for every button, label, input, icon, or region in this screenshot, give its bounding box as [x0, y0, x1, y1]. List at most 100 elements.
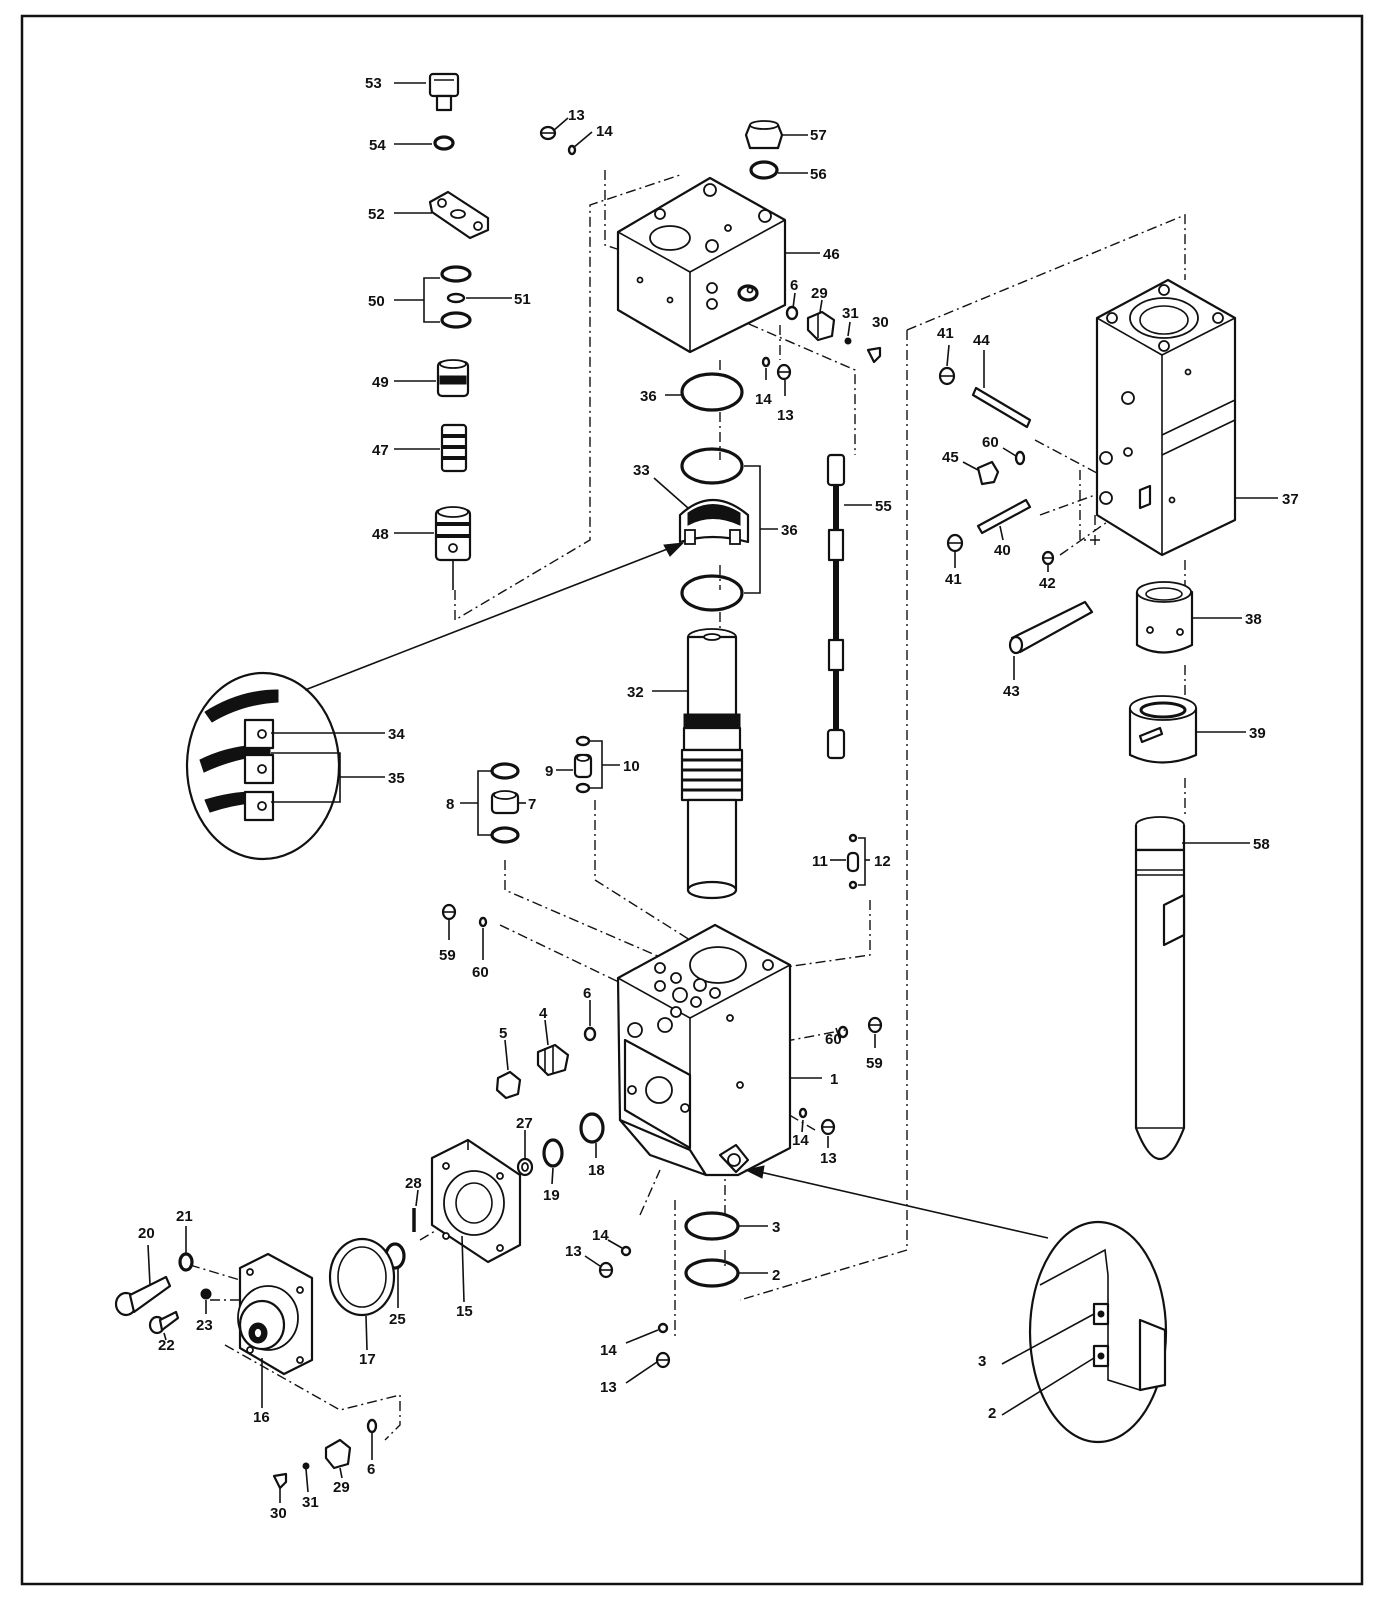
label-53: 53 [365, 75, 382, 92]
label-31a: 31 [842, 305, 859, 322]
part-13c-plug [820, 1118, 836, 1136]
label-45: 45 [942, 449, 959, 466]
label-58: 58 [1253, 836, 1270, 853]
label-33: 33 [633, 462, 650, 479]
label-18: 18 [588, 1162, 605, 1179]
label-44: 44 [973, 332, 990, 349]
label-25: 25 [389, 1311, 406, 1328]
part-18-oring [579, 1112, 605, 1144]
label-55: 55 [875, 498, 892, 515]
part-30b-cap [272, 1472, 288, 1490]
label-6a: 6 [790, 277, 798, 294]
part-46-back-head [616, 176, 787, 354]
part-49-valve-sleeve [436, 359, 470, 398]
part-36-seals [680, 372, 744, 612]
label-59b: 59 [866, 1055, 883, 1072]
label-13d: 13 [565, 1243, 582, 1260]
part-29a-plug [806, 310, 836, 342]
label-59a: 59 [439, 947, 456, 964]
part-57-nut [744, 120, 784, 150]
part-29b-plug [324, 1438, 352, 1470]
part-3a-seal [684, 1211, 740, 1241]
part-50-orings [440, 265, 472, 329]
part-60a-oring [1014, 450, 1026, 466]
part-31a-pin [844, 337, 852, 345]
label-14a: 14 [596, 123, 613, 140]
label-7: 7 [528, 796, 536, 813]
label-16: 16 [253, 1409, 270, 1426]
part-13e-plug [655, 1351, 671, 1369]
frame-border [20, 14, 1364, 1586]
label-14e: 14 [600, 1342, 617, 1359]
label-31b: 31 [302, 1494, 319, 1511]
label-12: 12 [874, 853, 891, 870]
part-55-rod [826, 453, 846, 760]
label-60c: 60 [825, 1031, 842, 1048]
part-51-oring [446, 292, 466, 304]
part-47-valve-spool [440, 423, 468, 473]
label-35: 35 [388, 770, 405, 787]
part-21-washer [178, 1252, 194, 1272]
part-6b-washer [583, 1026, 597, 1042]
label-49: 49 [372, 374, 389, 391]
part-15-accumulator-body [430, 1138, 522, 1264]
label-28: 28 [405, 1175, 422, 1192]
label-1: 1 [830, 1071, 838, 1088]
label-41a: 41 [937, 325, 954, 342]
part-59b-plug [867, 1016, 883, 1034]
part-10-orings [575, 735, 591, 794]
label-29a: 29 [811, 285, 828, 302]
label-32: 32 [627, 684, 644, 701]
label-50: 50 [368, 293, 385, 310]
label-13c: 13 [820, 1150, 837, 1167]
part-14a-oring [567, 144, 577, 156]
part-32-piston [680, 628, 744, 900]
label-27: 27 [516, 1115, 533, 1132]
part-14d-oring [620, 1245, 632, 1257]
label-8: 8 [446, 796, 454, 813]
label-46: 46 [823, 246, 840, 263]
part-41a-plug [938, 366, 956, 386]
label-14c: 14 [792, 1132, 809, 1149]
part-23-plug [200, 1288, 212, 1300]
part-6a-washer [737, 284, 799, 321]
part-16-cover [237, 1252, 314, 1376]
label-54: 54 [369, 137, 386, 154]
label-43: 43 [1003, 683, 1020, 700]
label-30a: 30 [872, 314, 889, 331]
part-60c-oring [837, 1025, 849, 1039]
part-33-bushing [678, 498, 750, 545]
part-12-orings [848, 833, 858, 890]
label-20: 20 [138, 1225, 155, 1242]
label-3a: 3 [772, 1219, 780, 1236]
part-40-pin [976, 498, 1032, 535]
part-38-bush [1135, 581, 1194, 654]
label-10: 10 [623, 758, 640, 775]
label-9: 9 [545, 763, 553, 780]
part-30a-cap [866, 346, 882, 364]
part-53-bolt [428, 72, 460, 112]
detail-bubble-left [185, 671, 341, 861]
part-20-bolt [114, 1275, 172, 1317]
label-34: 34 [388, 726, 405, 743]
label-5: 5 [499, 1025, 507, 1042]
label-22: 22 [158, 1337, 175, 1354]
part-60b-oring [478, 916, 488, 928]
label-40: 40 [994, 542, 1011, 559]
part-59a-plug [441, 903, 457, 921]
valve-stack [428, 72, 490, 590]
label-36a: 36 [640, 388, 657, 405]
part-31b-pin [302, 1462, 310, 1470]
part-44-pin [971, 386, 1032, 429]
label-60b: 60 [472, 964, 489, 981]
label-11: 11 [812, 853, 828, 870]
part-7-sleeve [490, 790, 520, 815]
label-57: 57 [810, 127, 827, 144]
label-47: 47 [372, 442, 389, 459]
part-58-chisel [1134, 816, 1186, 1160]
label-13e: 13 [600, 1379, 617, 1396]
part-39-bush [1128, 695, 1198, 764]
part-6c-washer [366, 1418, 378, 1434]
